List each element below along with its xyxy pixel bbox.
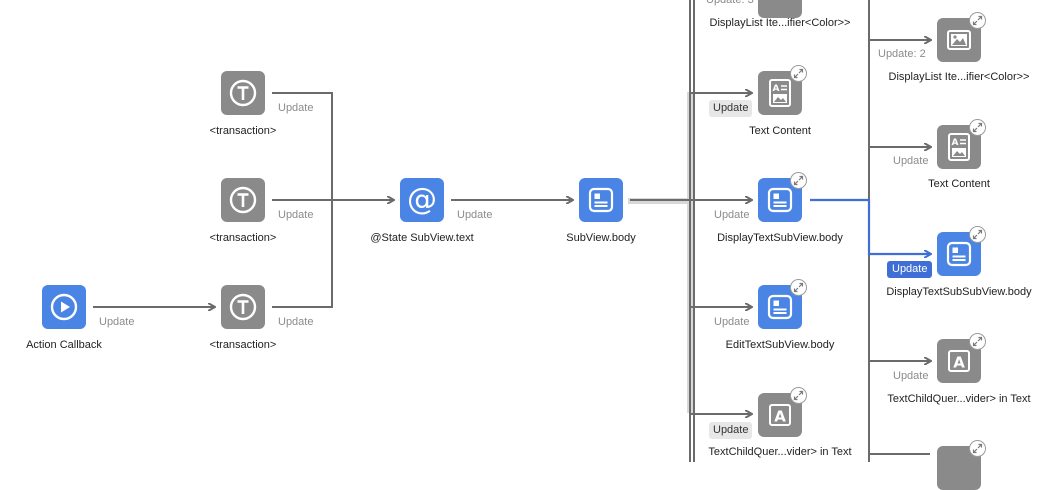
node-label: TextChildQuer...vider> in Text [887,393,1031,405]
view-body-icon [766,186,794,214]
letter-a-icon: A [945,347,973,375]
node-partial-top-node[interactable] [758,0,802,14]
expand-icon[interactable] [790,279,807,296]
svg-text:A: A [773,84,780,94]
text-content-icon: A [945,132,973,162]
edge-label: Update [893,155,929,167]
expand-icon[interactable] [969,333,986,350]
node-action-callback[interactable] [42,285,86,329]
edge-label: Update: 3 [706,0,754,6]
node-label: DisplayList Ite...ifier<Color>> [888,71,1030,83]
view-body-icon [587,186,615,214]
svg-text:A: A [952,138,959,148]
node-label: Text Content [749,125,811,137]
text-content-icon: A [766,78,794,108]
node-subview-body[interactable] [579,178,623,222]
svg-text:@: @ [407,183,437,217]
node-transaction-bottom[interactable] [221,285,265,329]
node-label: Action Callback [26,339,102,351]
edge-highlight-to-subsubview [810,198,930,254]
expand-icon[interactable] [969,119,986,136]
edge-layer [93,0,1064,462]
node-label: DisplayTextSubView.body [717,232,843,244]
attribute-graph-diagram: Action Callback <transaction> <transaction… [26,0,1064,490]
node-label: SubView.body [566,232,636,244]
expand-icon[interactable] [969,12,986,29]
edge-label: Update [278,102,314,114]
transaction-icon [228,292,258,322]
edge-label: Update [99,316,135,328]
node-text-content-2[interactable]: A [937,125,981,169]
view-body-icon [766,293,794,321]
node-displaylist-color-2[interactable] [937,18,981,62]
expand-icon[interactable] [969,226,986,243]
expand-icon[interactable] [790,65,807,82]
expand-icon[interactable] [969,440,986,457]
transaction-icon [228,185,258,215]
node-label: <transaction> [209,125,277,137]
edge-label: Update [278,209,314,221]
letter-a-icon: A [766,401,794,429]
edge-label: Update [714,316,750,328]
edge-label: Update: 2 [878,48,926,60]
play-icon [49,292,79,322]
transaction-icon [228,78,258,108]
selected-edge-glow [628,92,693,413]
image-icon [945,26,973,54]
node-label: @State SubView.text [370,232,474,244]
node-label: EditTextSubView.body [725,339,835,351]
node-transaction-middle[interactable] [221,178,265,222]
edge-label: Update [457,209,493,221]
edge-label: Update [709,422,753,439]
view-body-icon [945,240,973,268]
svg-text:A: A [953,354,965,372]
node-label: DisplayTextSubSubView.body [886,286,1032,298]
node-state-subview-text[interactable]: @ [400,178,444,222]
edge-label: Update [709,100,753,117]
node-label: <transaction> [209,339,277,351]
edge-label: Update [893,370,929,382]
svg-text:A: A [774,408,786,426]
expand-icon[interactable] [790,387,807,404]
node-label: Text Content [928,178,990,190]
node-label: DisplayList Ite...ifier<Color>> [709,17,851,29]
expand-icon[interactable] [790,172,807,189]
node-label: TextChildQuer...vider> in Text [708,446,852,458]
edge-label: Update [278,316,314,328]
edge-label: Update [887,261,933,278]
edge-label: Update [714,209,750,221]
node-transaction-top[interactable] [221,71,265,115]
node-label: <transaction> [209,232,277,244]
at-icon: @ [405,183,439,217]
